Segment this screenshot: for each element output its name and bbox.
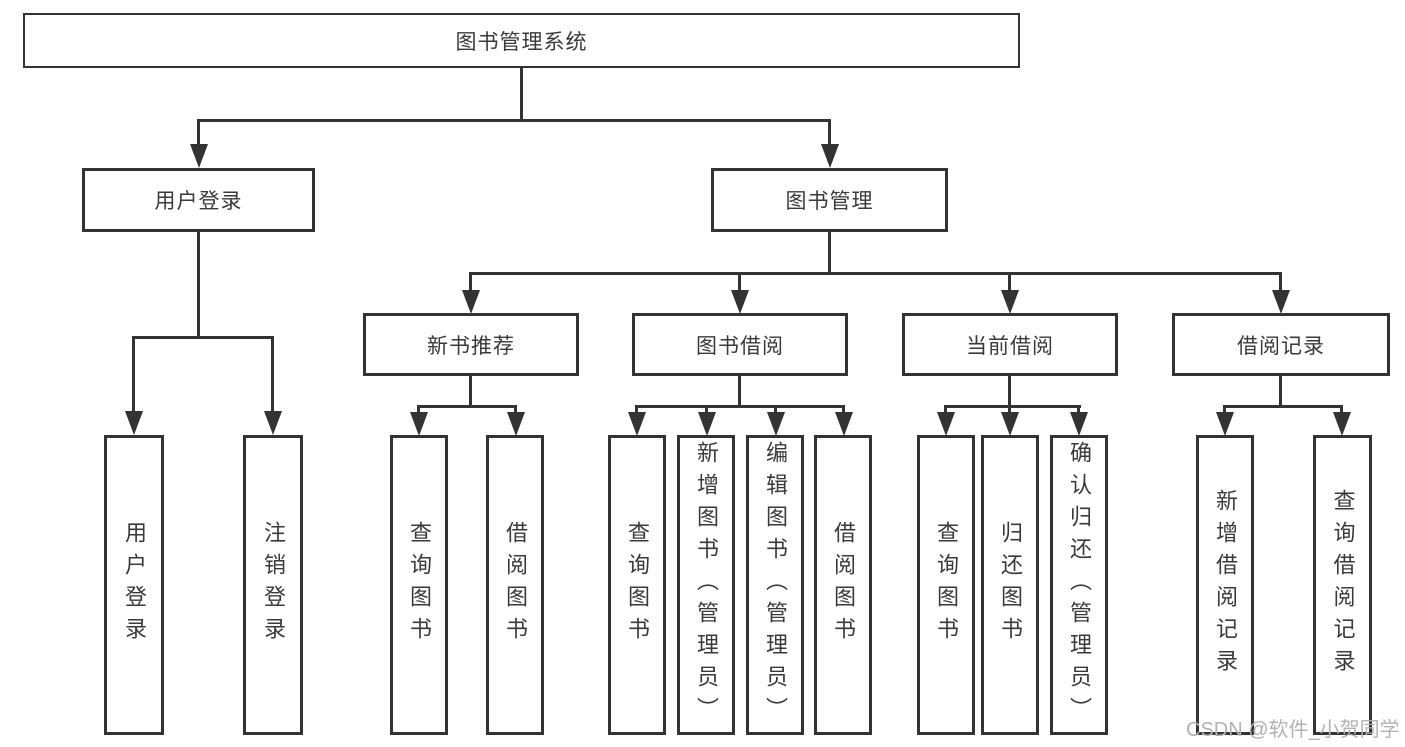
node-book-management-label: 图书管理 <box>785 190 874 213</box>
node-leaf-query-books-borrowing: 查询图书 <box>608 435 666 735</box>
connector-line <box>944 405 947 413</box>
connector-arrowhead <box>1001 412 1019 436</box>
connector-arrowhead <box>1001 290 1019 314</box>
connector-line <box>197 119 831 122</box>
node-leaf-user-login-label: 用户登录 <box>122 521 147 649</box>
connector-line <box>1223 405 1226 413</box>
node-book-borrowing-label: 图书借阅 <box>696 334 784 358</box>
connector-line <box>417 405 420 413</box>
connector-line <box>1077 405 1080 413</box>
connector-line <box>132 336 274 339</box>
connector-arrowhead <box>698 412 716 436</box>
connector-line <box>1008 376 1011 406</box>
connector-line <box>271 336 274 412</box>
connector-line <box>132 336 135 412</box>
node-leaf-query-books-borrowing-label: 查询图书 <box>625 521 650 649</box>
connector-line <box>738 376 741 406</box>
node-leaf-logout: 注销登录 <box>243 435 303 735</box>
connector-line <box>197 119 200 147</box>
node-leaf-confirm-return-admin: 确认归还（管理员） <box>1050 435 1108 735</box>
node-current-borrowing-label: 当前借阅 <box>966 334 1054 358</box>
connector-arrowhead <box>628 412 646 436</box>
connector-arrowhead <box>835 412 853 436</box>
connector-line <box>828 119 831 147</box>
node-leaf-edit-book-admin: 编辑图书（管理员） <box>746 435 804 735</box>
node-root: 图书管理系统 <box>23 13 1020 68</box>
node-leaf-query-borrow-record: 查询借阅记录 <box>1313 435 1372 735</box>
connector-arrowhead <box>1070 412 1088 436</box>
connector-arrowhead <box>821 144 839 168</box>
connector-arrowhead <box>1272 290 1290 314</box>
connector-arrowhead <box>1333 412 1351 436</box>
connector-line <box>738 272 741 292</box>
connector-arrowhead <box>1216 412 1234 436</box>
node-leaf-borrow-books-recommend-label: 借阅图书 <box>503 521 528 649</box>
node-leaf-query-books-recommend-label: 查询图书 <box>407 521 432 649</box>
node-leaf-return-book-label: 归还图书 <box>998 521 1023 649</box>
connector-line <box>1340 405 1343 413</box>
node-leaf-add-book-admin-label: 新增图书（管理员） <box>694 441 719 729</box>
node-leaf-query-borrow-record-label: 查询借阅记录 <box>1330 489 1356 681</box>
connector-line <box>469 376 472 406</box>
node-leaf-borrow-books-borrowing: 借阅图书 <box>814 435 872 735</box>
node-leaf-confirm-return-admin-label: 确认归还（管理员） <box>1067 441 1092 729</box>
connector-line <box>1008 272 1011 292</box>
node-leaf-borrow-books-borrowing-label: 借阅图书 <box>831 521 856 649</box>
connector-line <box>944 405 1081 408</box>
node-leaf-logout-label: 注销登录 <box>261 521 286 649</box>
node-root-label: 图书管理系统 <box>455 30 588 54</box>
connector-arrowhead <box>190 144 208 168</box>
node-new-book-recommend-label: 新书推荐 <box>427 334 515 358</box>
connector-line <box>705 405 708 413</box>
watermark-text: CSDN @软件_小贺同学 <box>1186 719 1400 741</box>
connector-arrowhead <box>410 412 428 436</box>
node-leaf-query-books-recommend: 查询图书 <box>390 435 448 735</box>
node-leaf-return-book: 归还图书 <box>981 435 1039 735</box>
connector-line <box>469 272 472 292</box>
connector-line <box>774 405 777 413</box>
connector-arrowhead <box>767 412 785 436</box>
connector-arrowhead <box>125 411 143 435</box>
connector-line <box>842 405 845 413</box>
connector-arrowhead <box>264 411 282 435</box>
connector-line <box>635 405 638 413</box>
connector-line <box>417 405 517 408</box>
connector-line <box>828 232 831 272</box>
node-new-book-recommend: 新书推荐 <box>363 313 579 376</box>
node-user-login: 用户登录 <box>82 168 315 232</box>
connector-line <box>1008 405 1011 413</box>
node-borrow-records-label: 借阅记录 <box>1237 334 1325 358</box>
node-leaf-add-borrow-record: 新增借阅记录 <box>1196 435 1254 735</box>
connector-line <box>469 272 1282 275</box>
connector-arrowhead <box>462 290 480 314</box>
connector-line <box>197 232 200 336</box>
connector-arrowhead <box>731 290 749 314</box>
connector-arrowhead <box>937 412 955 436</box>
connector-line <box>520 68 523 119</box>
connector-line <box>514 405 517 413</box>
node-leaf-edit-book-admin-label: 编辑图书（管理员） <box>763 441 788 729</box>
node-leaf-borrow-books-recommend: 借阅图书 <box>486 435 544 735</box>
node-book-management: 图书管理 <box>711 168 948 232</box>
node-leaf-query-books-current: 查询图书 <box>917 435 975 735</box>
connector-arrowhead <box>507 412 525 436</box>
node-leaf-add-borrow-record-label: 新增借阅记录 <box>1213 489 1238 681</box>
node-leaf-query-books-current-label: 查询图书 <box>934 521 959 649</box>
node-book-borrowing: 图书借阅 <box>632 313 848 376</box>
node-borrow-records: 借阅记录 <box>1172 313 1390 376</box>
connector-line <box>1279 376 1282 406</box>
connector-line <box>635 405 845 408</box>
node-user-login-label: 用户登录 <box>154 190 243 213</box>
node-current-borrowing: 当前借阅 <box>902 313 1118 376</box>
connector-line <box>1223 405 1342 408</box>
node-leaf-add-book-admin: 新增图书（管理员） <box>677 435 735 735</box>
node-leaf-user-login: 用户登录 <box>104 435 164 735</box>
connector-line <box>1279 272 1282 292</box>
